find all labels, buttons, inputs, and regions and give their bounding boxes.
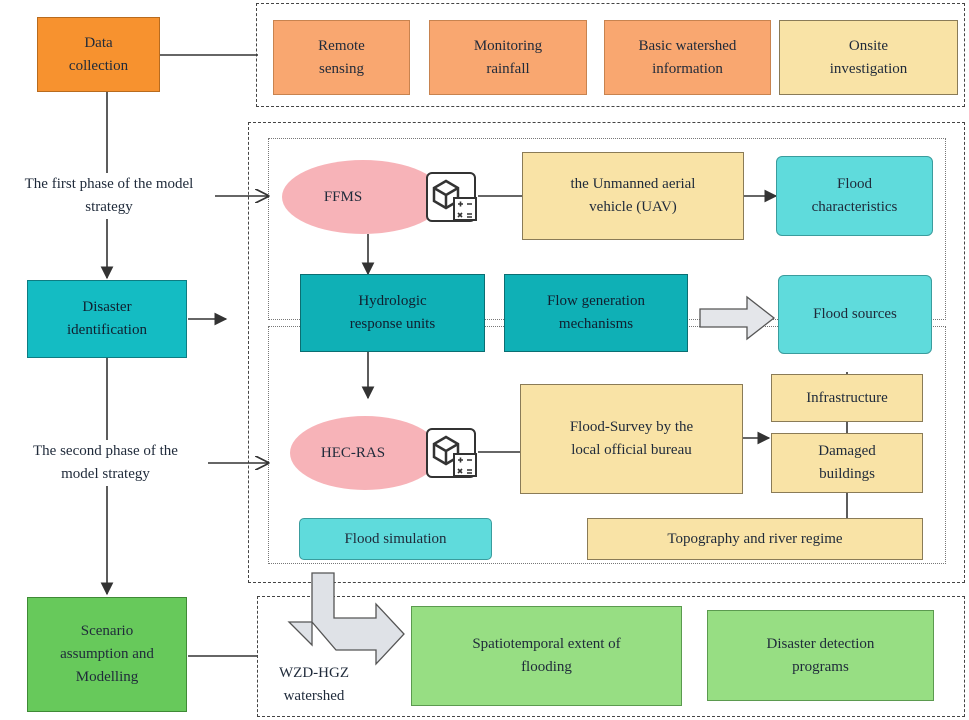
- infrastructure-box: Infrastructure: [771, 374, 923, 422]
- ffms-model-ellipse: FFMS: [282, 160, 444, 234]
- ffms-model-icon: [424, 170, 480, 224]
- data-collection-box: Data collection: [37, 17, 160, 92]
- flood-characteristics-box: Flood characteristics: [776, 156, 933, 236]
- hecras-model-ellipse: HEC-RAS: [290, 416, 440, 490]
- hydrologic-response-units-box: Hydrologic response units: [300, 274, 485, 352]
- spatiotemporal-extent-box: Spatiotemporal extent of flooding: [411, 606, 682, 706]
- flood-sources-box: Flood sources: [778, 275, 932, 354]
- watershed-label: WZD-HGZ watershed: [279, 665, 349, 704]
- source-remote-sensing: Remote sensing: [273, 20, 410, 95]
- source-basic-watershed: Basic watershed information: [604, 20, 771, 95]
- ffms-label: FFMS: [323, 188, 363, 205]
- damaged-buildings-box: Damaged buildings: [771, 433, 923, 493]
- hecras-label: HEC-RAS: [320, 444, 386, 461]
- source-monitoring-rainfall: Monitoring rainfall: [429, 20, 587, 95]
- flood-simulation-box: Flood simulation: [299, 518, 492, 560]
- topography-box: Topography and river regime: [587, 518, 923, 560]
- phase1-label: The first phase of the model strategy: [3, 173, 215, 219]
- flow-generation-box: Flow generation mechanisms: [504, 274, 688, 352]
- model-strategy-container: [248, 122, 965, 583]
- disaster-identification-box: Disaster identification: [27, 280, 187, 358]
- uav-box: the Unmanned aerial vehicle (UAV): [522, 152, 744, 240]
- phase2-label: The second phase of the model strategy: [3, 440, 208, 486]
- outcomes-container: [257, 596, 965, 717]
- scenario-assumption-box: Scenario assumption and Modelling: [27, 597, 187, 712]
- hecras-model-icon: [424, 426, 480, 480]
- disaster-detection-box: Disaster detection programs: [707, 610, 934, 701]
- flood-survey-box: Flood-Survey by the local official burea…: [520, 384, 743, 494]
- source-onsite-investigation: Onsite investigation: [779, 20, 958, 95]
